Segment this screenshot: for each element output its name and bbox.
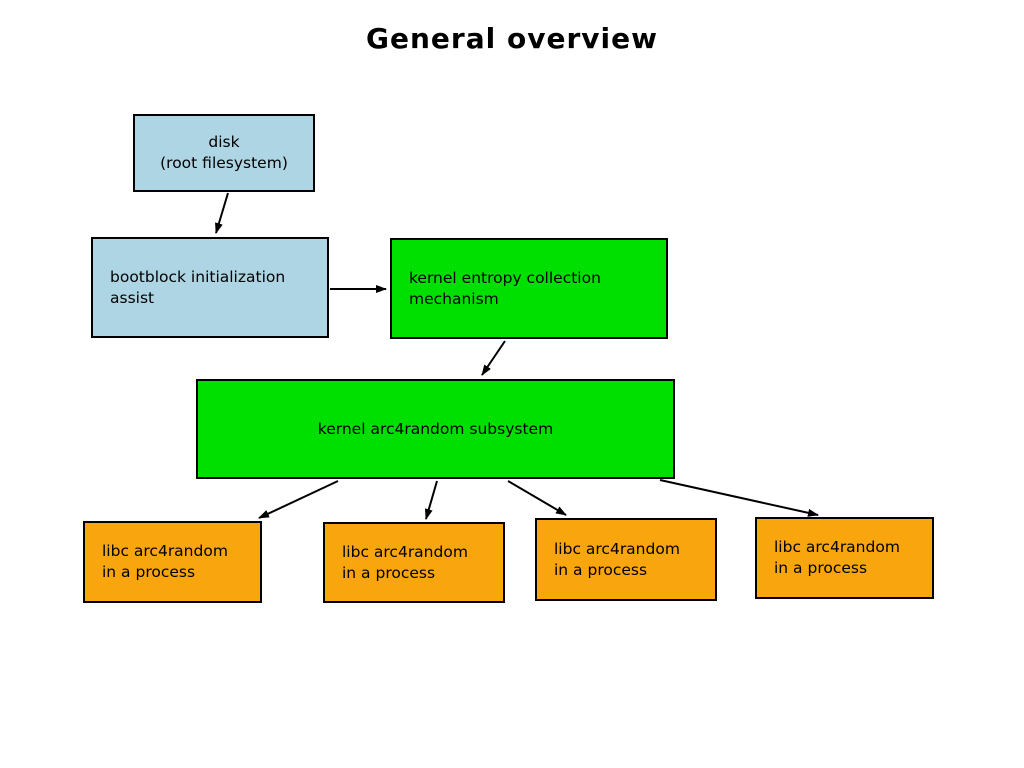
node-label-bootblock: bootblock initialization assist [110, 267, 286, 307]
page-title: General overview [366, 22, 658, 55]
node-label-disk: disk (root filesystem) [160, 133, 288, 172]
node-arc4random-kernel[interactable]: kernel arc4random subsystem [196, 379, 675, 479]
edge-entropy-to-arc4random [481, 340, 506, 376]
edge-arc4random-to-process-4 [659, 479, 819, 517]
node-label-libc-process-1: libc arc4random in a process [102, 542, 228, 581]
node-label-arc4random-kernel: kernel arc4random subsystem [317, 419, 554, 438]
edge-arc4random-to-process-2 [424, 480, 438, 520]
edge-arc4random-to-process-1 [258, 480, 339, 519]
node-libc-process-2[interactable]: libc arc4random in a process [323, 522, 505, 603]
node-label-libc-process-3: libc arc4random in a process [554, 539, 680, 579]
node-libc-process-4[interactable]: libc arc4random in a process [755, 517, 934, 599]
node-label-entropy: kernel entropy collection mechanism [409, 268, 601, 308]
edge-disk-to-bootblock [215, 192, 229, 234]
edge-arc4random-to-process-3 [507, 480, 567, 516]
node-entropy[interactable]: kernel entropy collection mechanism [390, 238, 668, 339]
node-libc-process-1[interactable]: libc arc4random in a process [83, 521, 262, 603]
node-disk[interactable]: disk (root filesystem) [133, 114, 315, 192]
node-libc-process-3[interactable]: libc arc4random in a process [535, 518, 717, 601]
node-label-libc-process-2: libc arc4random in a process [342, 542, 468, 582]
node-label-libc-process-4: libc arc4random in a process [774, 538, 900, 577]
node-bootblock[interactable]: bootblock initialization assist [91, 237, 329, 338]
